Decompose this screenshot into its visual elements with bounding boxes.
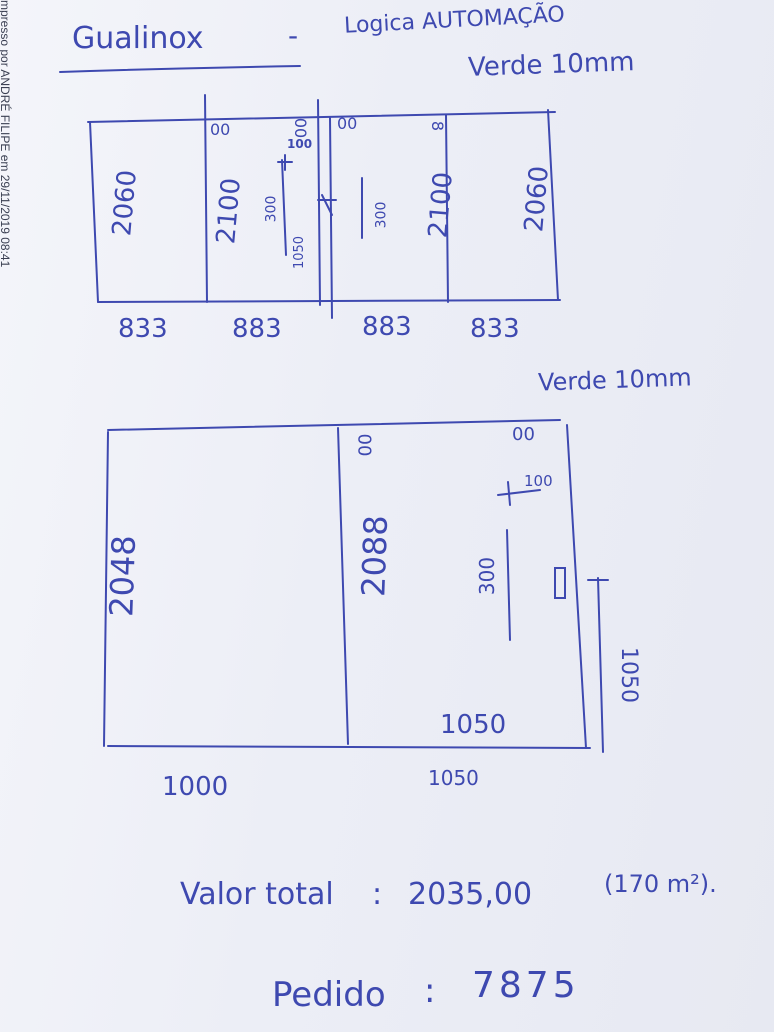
bottom-mark-2: 00: [512, 424, 535, 445]
top-handle-height-2: 300: [373, 201, 390, 229]
bottom-side-height: 1050: [616, 647, 641, 703]
print-stamp: mpresso por ANDRÉ FILIPE em 29/11/2019 0…: [0, 0, 12, 268]
bottom-plan-top-edge: [107, 419, 561, 431]
total-value: 2035,00: [408, 877, 533, 912]
top-plan-top-edge: [87, 111, 556, 123]
bottom-handle-height: 300: [475, 556, 500, 596]
bottom-plan-handle-mark: [497, 481, 541, 506]
top-handle-label: 100: [287, 137, 313, 151]
bottom-plan-lock: [554, 567, 566, 599]
top-plan-divider-1: [204, 94, 208, 303]
header-underline: [59, 65, 301, 73]
top-height-1: 2060: [107, 168, 143, 238]
top-plan-divider-3: [329, 117, 333, 319]
top-handle-offset: 1050: [292, 235, 308, 270]
top-width-2: 883: [232, 314, 282, 344]
bottom-width-1: 1000: [162, 772, 229, 802]
bottom-plan-divider: [337, 427, 349, 745]
top-width-1: 833: [118, 314, 168, 344]
header-separator: -: [288, 19, 299, 52]
order-label: Pedido: [272, 975, 386, 1015]
bottom-height-1: 2048: [102, 534, 144, 618]
top-plan-right-edge: [547, 109, 559, 301]
glass-spec-bottom: Verde 10mm: [537, 363, 693, 397]
bottom-inner-width: 1050: [440, 710, 507, 740]
top-plan-left-edge: [89, 121, 99, 303]
bottom-plan-handle-line: [506, 529, 511, 641]
top-plan-handle-mark: [277, 154, 293, 171]
total-area: (170 m²).: [604, 870, 717, 898]
total-label: Valor total: [180, 877, 334, 912]
bottom-handle-label: 100: [524, 472, 553, 490]
order-number: 7875: [472, 965, 580, 1006]
top-plan-handle-line: [281, 159, 287, 256]
top-height-4: 2060: [519, 164, 555, 234]
bottom-plan-right-edge: [566, 424, 587, 749]
bottom-plan-bottom-edge: [107, 745, 591, 749]
top-mark-2: 00: [291, 117, 311, 139]
total-colon: :: [372, 877, 383, 912]
client-name: Gualinox: [72, 21, 204, 56]
top-width-4: 833: [470, 314, 520, 344]
glass-spec-top: Verde 10mm: [467, 47, 635, 83]
top-mark-1: 00: [210, 120, 231, 139]
bottom-height-2: 2088: [354, 514, 396, 598]
top-mark-3: 00: [337, 114, 358, 133]
top-width-3: 883: [362, 312, 412, 342]
bottom-width-2: 1050: [428, 766, 479, 790]
top-handle-height: 300: [263, 195, 280, 223]
bottom-mark-1: 00: [353, 433, 375, 457]
top-plan-divider-4: [445, 114, 449, 303]
order-colon: :: [424, 971, 436, 1011]
top-height-2: 2100: [211, 176, 247, 246]
top-height-3: 2100: [423, 170, 459, 240]
top-plan-bottom-edge: [97, 299, 561, 303]
top-mark-4: 8: [428, 120, 448, 132]
bottom-plan-side-line: [597, 577, 604, 753]
top-plan-divider-2: [317, 99, 321, 306]
top-plan-lock: [317, 194, 337, 216]
bottom-plan-left-edge: [103, 431, 109, 747]
